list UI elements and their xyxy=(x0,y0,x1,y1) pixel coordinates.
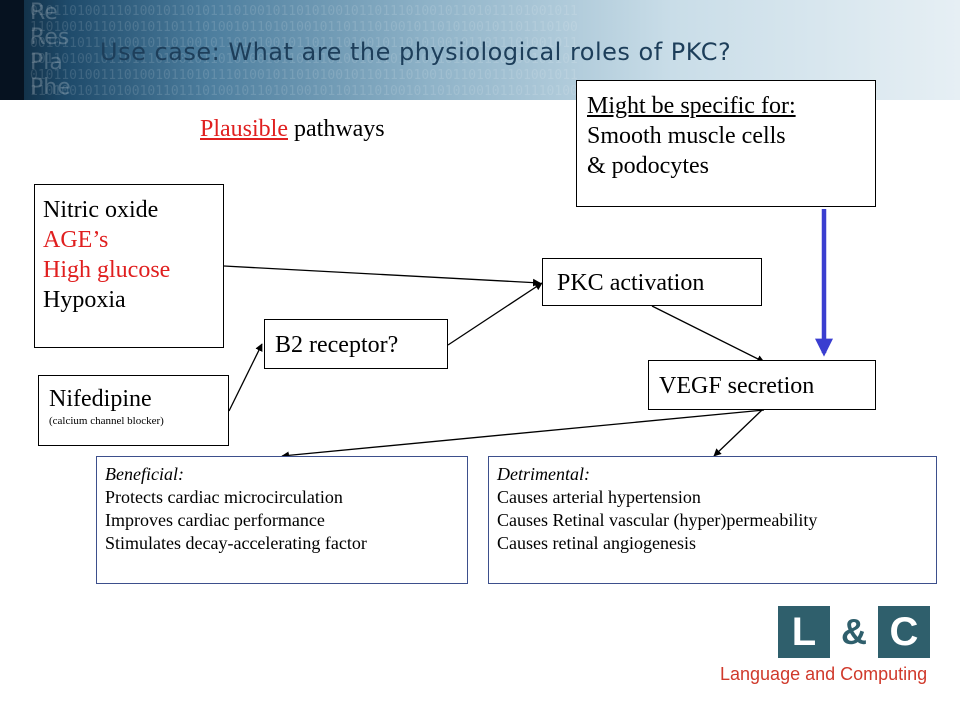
detrimental-box: Detrimental: Causes arterial hypertensio… xyxy=(488,456,937,584)
nifedipine-label: Nifedipine xyxy=(49,386,152,412)
beneficial-box: Beneficial: Protects cardiac microcircul… xyxy=(96,456,468,584)
header-banner: 0101101001110100101101011101001011010100… xyxy=(0,0,960,100)
logo-ampersand: & xyxy=(841,611,867,652)
beneficial-item: Stimulates decay-accelerating factor xyxy=(105,533,367,553)
beneficial-heading: Beneficial: xyxy=(105,464,184,484)
detrimental-heading: Detrimental: xyxy=(497,464,590,484)
input-ages: AGE’s xyxy=(43,227,109,253)
beneficial-item: Improves cardiac performance xyxy=(105,510,325,530)
arrow-pkc-to-vegf xyxy=(651,305,765,363)
specific-for-box: Might be specific for: Smooth muscle cel… xyxy=(576,80,876,207)
vegf-secretion-box: VEGF secretion xyxy=(648,360,876,410)
nifedipine-box: Nifedipine (calcium channel blocker) xyxy=(38,375,229,446)
specific-for-heading: Might be specific for: xyxy=(587,93,796,119)
specific-for-line-2: & podocytes xyxy=(587,153,709,179)
arrow-vegf-to-detrimental xyxy=(713,409,763,457)
input-high-glucose: High glucose xyxy=(43,257,171,283)
detrimental-item: Causes arterial hypertension xyxy=(497,487,701,507)
arrow-vegf-to-beneficial xyxy=(281,409,765,460)
pkc-activation-box: PKC activation xyxy=(542,258,762,306)
pkc-activation-label: PKC activation xyxy=(557,270,705,296)
slide-title: Use case: What are the physiological rol… xyxy=(100,38,732,66)
specific-for-line-1: Smooth muscle cells xyxy=(587,123,786,149)
logo-letter-c: C xyxy=(878,606,930,658)
subtitle-plausible: Plausible xyxy=(200,116,288,142)
banner-binary-texture: 0101101001110100101101011101001011010100… xyxy=(30,4,578,96)
detrimental-item: Causes Retinal vascular (hyper)permeabil… xyxy=(497,510,818,530)
input-hypoxia: Hypoxia xyxy=(43,287,126,313)
nifedipine-note: (calcium channel blocker) xyxy=(49,415,164,427)
banner-dark-stripe xyxy=(0,0,24,100)
arrow-inputs-to-pkc xyxy=(223,265,541,287)
language-and-computing-logo: L & C Language and Computing xyxy=(716,604,946,700)
b2-receptor-box: B2 receptor? xyxy=(264,319,448,369)
b2-receptor-label: B2 receptor? xyxy=(275,332,399,358)
detrimental-item: Causes retinal angiogenesis xyxy=(497,533,696,553)
subtitle-rest: pathways xyxy=(294,116,385,142)
arrow-nifedipine-to-b2 xyxy=(228,343,263,412)
subtitle: Plausible pathways xyxy=(200,116,385,143)
arrow-b2-to-pkc xyxy=(447,282,543,346)
vegf-secretion-label: VEGF secretion xyxy=(659,373,815,399)
input-nitric-oxide: Nitric oxide xyxy=(43,197,159,223)
inputs-box: Nitric oxide AGE’s High glucose Hypoxia xyxy=(34,184,224,348)
beneficial-item: Protects cardiac microcirculation xyxy=(105,487,343,507)
logo-text: Language and Computing xyxy=(720,664,928,684)
logo-mark: L & C xyxy=(778,606,932,660)
logo-letter-l: L xyxy=(778,606,830,658)
